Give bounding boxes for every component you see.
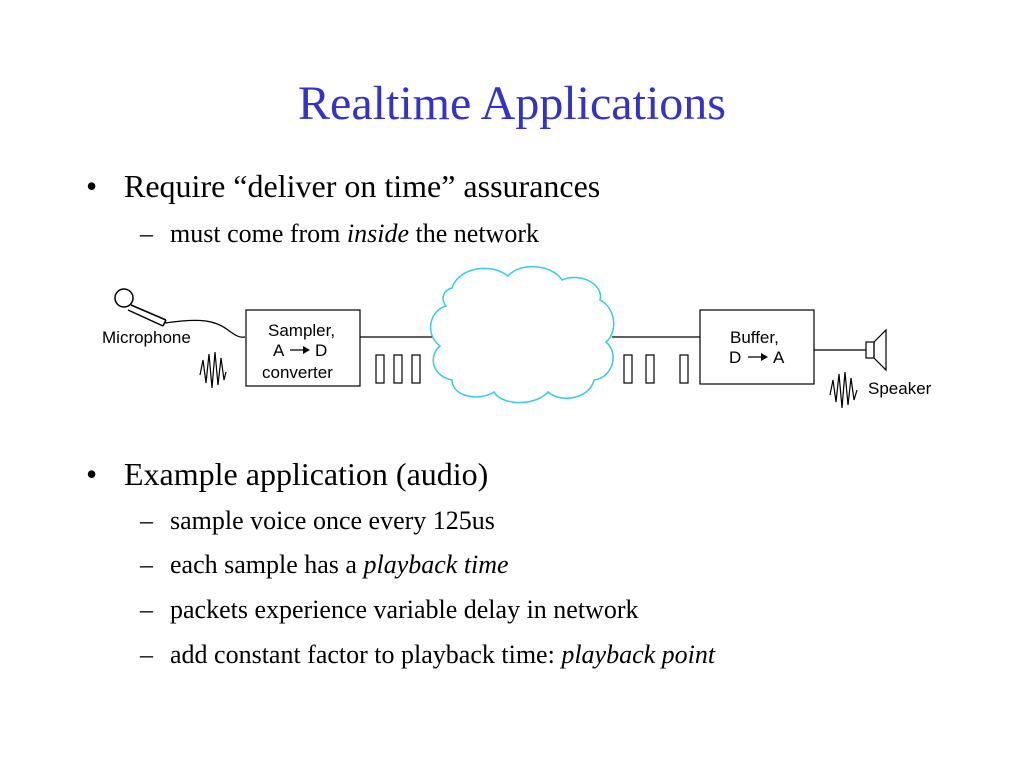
sub-text: packets experience variable delay in net… [170, 595, 639, 624]
packet [393, 354, 403, 384]
speaker-icon [865, 328, 887, 372]
sub-text: the network [409, 219, 539, 248]
sub-text: sample voice once every 125us [170, 506, 495, 535]
packet [645, 354, 655, 384]
packets-outbound [375, 354, 421, 384]
bullet-example-application: • Example application (audio) [86, 454, 489, 494]
sub-bullet-playback-point: – add constant factor to playback time: … [140, 639, 716, 671]
network-cloud-icon [429, 265, 615, 404]
sampler-from-label: A [273, 341, 285, 360]
waveform-output-icon [829, 371, 858, 409]
sampler-converter-label: converter [262, 363, 333, 382]
buffer-box [699, 309, 815, 385]
buffer-to-label: A [773, 348, 785, 367]
packet [375, 354, 385, 384]
sub-text-italic: playback time [363, 550, 509, 579]
dash-mark: – [140, 506, 153, 535]
microphone-label: Microphone [102, 328, 191, 347]
bullet-text: Require “deliver on time” assurances [124, 168, 601, 204]
sub-text: add constant factor to playback time: [170, 640, 562, 669]
dash-mark: – [140, 550, 153, 579]
buffer-from-label: D [729, 348, 741, 367]
sampler-to-label: D [315, 341, 327, 360]
sub-bullet-inside-network: – must come from inside the network [140, 218, 539, 250]
sub-bullet-variable-delay: – packets experience variable delay in n… [140, 594, 639, 626]
sampler-label: Sampler, [268, 321, 335, 340]
sub-bullet-playback-time: – each sample has a playback time [140, 549, 509, 581]
speaker-label: Speaker [868, 379, 932, 398]
bullet-text: Example application (audio) [124, 456, 489, 492]
sub-bullet-sample-voice: – sample voice once every 125us [140, 505, 495, 537]
microphone-icon [114, 288, 246, 338]
arrow-head [761, 353, 768, 361]
dash-mark: – [140, 595, 153, 624]
buffer-label: Buffer, [730, 328, 779, 347]
bullet-mark: • [86, 168, 98, 204]
packet [411, 354, 421, 384]
waveform-input-icon [199, 351, 227, 389]
packet [679, 354, 689, 384]
bullet-require-delivery: • Require “deliver on time” assurances [86, 166, 601, 206]
dash-mark: – [140, 219, 153, 248]
sub-text-italic: inside [346, 219, 410, 248]
sub-text-italic: playback point [561, 640, 716, 669]
sub-text: each sample has a [170, 550, 364, 579]
sub-text: must come from [170, 219, 347, 248]
packet [623, 354, 633, 384]
dash-mark: – [140, 640, 153, 669]
arrow-head [303, 346, 310, 354]
bullet-mark: • [86, 456, 98, 492]
slide-title: Realtime Applications [298, 77, 726, 130]
packets-inbound [623, 354, 689, 384]
